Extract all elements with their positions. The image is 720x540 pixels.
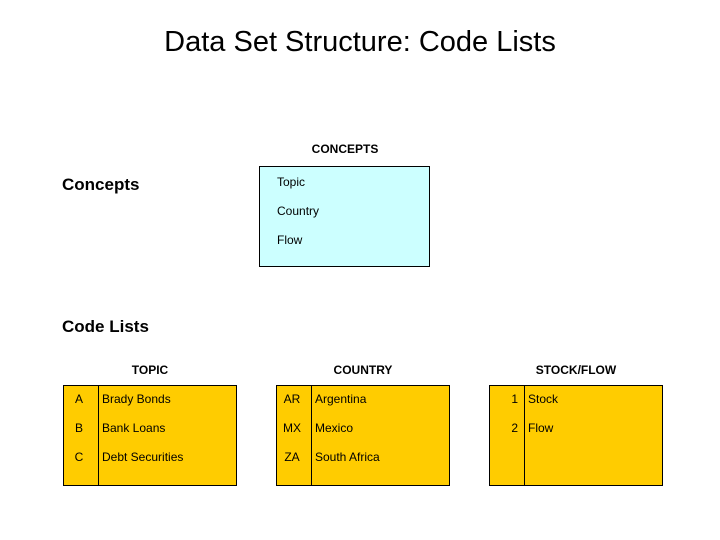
code-key: B: [74, 421, 83, 435]
code-value: Stock: [528, 392, 559, 406]
row-label-code-lists: Code Lists: [62, 317, 149, 336]
code-key: MX: [283, 421, 301, 435]
codelist-row: B Bank Loans: [64, 421, 236, 450]
code-key: C: [74, 450, 84, 464]
codelist-row: MX Mexico: [277, 421, 449, 450]
row-label-concepts: Concepts: [62, 175, 140, 194]
code-value: Brady Bonds: [102, 392, 171, 406]
page-title: Data Set Structure: Code Lists: [164, 26, 556, 58]
codelist-row: 2 Flow: [490, 421, 662, 450]
code-value: Argentina: [315, 392, 367, 406]
codelist-row: AR Argentina: [277, 392, 449, 421]
column-divider: [524, 386, 525, 485]
code-key: A: [74, 392, 83, 406]
code-value: Flow: [528, 421, 554, 435]
concepts-box: Topic Country Flow: [259, 166, 430, 267]
concept-item: Country: [277, 204, 320, 218]
codelist-row: C Debt Securities: [64, 450, 236, 479]
column-divider: [311, 386, 312, 485]
column-divider: [98, 386, 99, 485]
code-key: 2: [511, 421, 518, 435]
code-key: 1: [511, 392, 518, 406]
code-value: Debt Securities: [102, 450, 184, 464]
codelist-box-topic: A Brady Bonds B Bank Loans C Debt Securi…: [63, 385, 237, 486]
codelist-box-country: AR Argentina MX Mexico ZA South Africa: [276, 385, 450, 486]
code-key: ZA: [284, 450, 300, 464]
code-value: Bank Loans: [102, 421, 166, 435]
codelist-box-stock-flow: 1 Stock 2 Flow: [489, 385, 663, 486]
caption-topic: TOPIC: [131, 363, 169, 377]
code-value: Mexico: [315, 421, 354, 435]
codelist-row: 1 Stock: [490, 392, 662, 421]
concept-item: Flow: [277, 233, 303, 247]
caption-stock-flow: STOCK/FLOW: [535, 363, 617, 377]
caption-country: COUNTRY: [333, 363, 393, 377]
codelist-row: A Brady Bonds: [64, 392, 236, 421]
code-key: AR: [283, 392, 301, 406]
concept-item: Topic: [277, 175, 306, 189]
code-value: South Africa: [315, 450, 380, 464]
caption-concepts: CONCEPTS: [311, 142, 379, 156]
codelist-row: ZA South Africa: [277, 450, 449, 479]
